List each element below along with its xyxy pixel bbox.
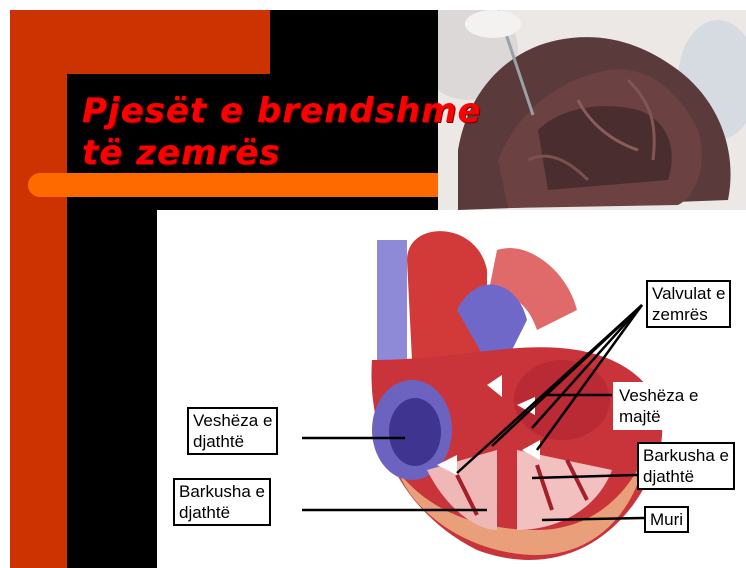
label-valvulat: Valvulat e zemrës: [646, 280, 731, 328]
heart-photo: [438, 10, 746, 210]
heart-diagram: Valvulat e zemrës Veshëza e majtë Veshëz…: [157, 210, 746, 568]
orange-side-strip: [10, 10, 67, 568]
label-muri: Muri: [644, 506, 689, 533]
label-barkusha-djathte-left: Barkusha e djathtë: [173, 478, 271, 526]
label-veshza-majte: Veshëza e majtë: [613, 382, 704, 430]
slide-title: Pjesët e brendshme të zemrës: [82, 90, 482, 174]
slide: Pjesët e brendshme të zemrës: [10, 10, 746, 568]
title-line-2: të zemrës: [82, 132, 482, 174]
orange-accent-bar: [28, 173, 458, 197]
label-barkusha-djathte-right: Barkusha e djathtë: [637, 442, 735, 490]
label-veshza-djathte: Veshëza e djathtë: [187, 407, 278, 455]
title-line-1: Pjesët e brendshme: [82, 90, 482, 132]
